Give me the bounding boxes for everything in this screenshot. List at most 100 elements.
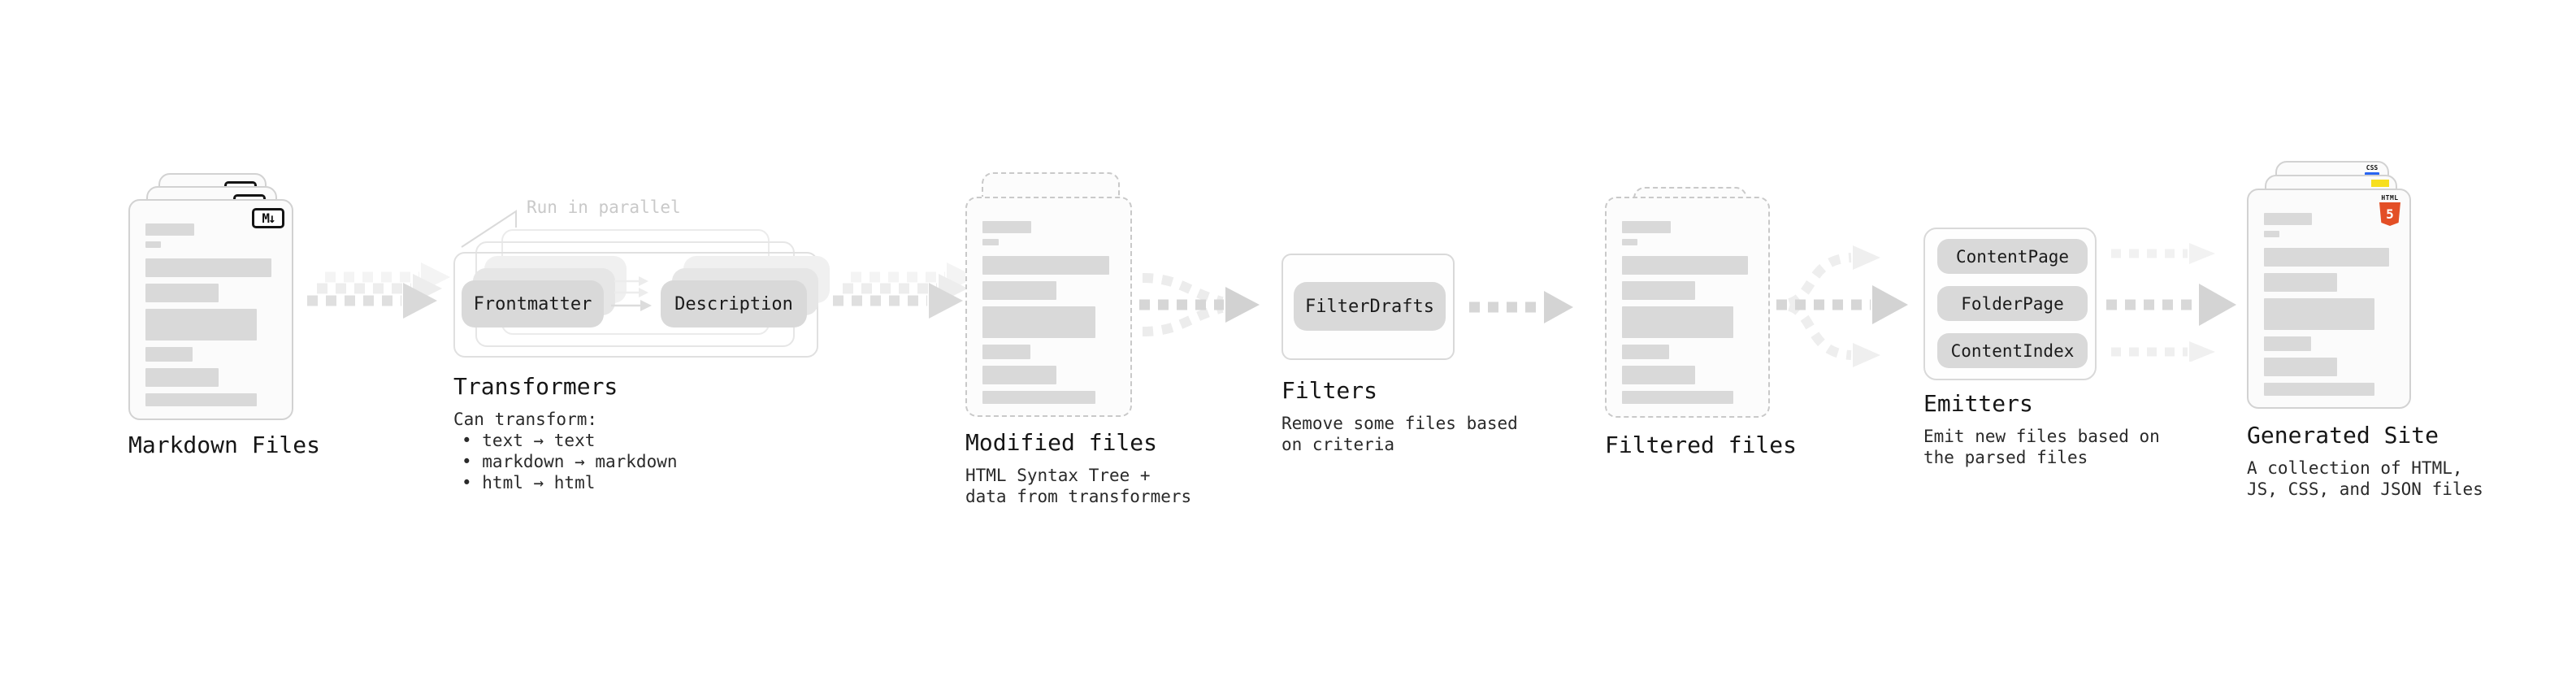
- text-line-placeholder: [2264, 298, 2374, 330]
- text-line-placeholder: [982, 281, 1057, 300]
- site-file-card-html: HTML 5: [2247, 189, 2411, 409]
- html5-icon: HTML 5: [2379, 194, 2400, 226]
- markdown-files-stack: M↓ M↓ M↓: [128, 173, 327, 422]
- generated-site-label: Generated Site: [2247, 422, 2439, 449]
- generated-site-description: A collection of HTML, JS, CSS, and JSON …: [2247, 458, 2483, 500]
- content-page-pill: ContentPage: [1937, 239, 2088, 274]
- content-page-label: ContentPage: [1955, 246, 2070, 267]
- text-line-placeholder: [145, 368, 219, 387]
- text-line-placeholder: [1622, 221, 1671, 233]
- markdown-icon-text: M↓: [262, 210, 275, 226]
- arrow-markdown-to-transformers: [307, 262, 450, 319]
- generated-site-caption: Generated Site A collection of HTML, JS,…: [2247, 422, 2483, 500]
- generated-site-stack: CSS HTML 5: [2247, 161, 2446, 411]
- frontmatter-pill-label: Frontmatter: [473, 293, 592, 314]
- annotation-leader-line: [461, 210, 517, 248]
- markdown-icon: M↓: [252, 208, 284, 228]
- modified-files-stack: [965, 172, 1140, 420]
- html5-icon-shield: 5: [2379, 202, 2400, 226]
- text-line-placeholder: [2264, 248, 2389, 267]
- text-line-placeholder: [982, 221, 1032, 233]
- text-line-placeholder: [1622, 306, 1733, 338]
- css3-icon-text: CSS: [2366, 164, 2379, 171]
- filters-description: Remove some files based on criteria: [1281, 413, 1518, 455]
- html5-icon-text: HTML: [2381, 194, 2399, 202]
- text-line-placeholder: [2264, 213, 2313, 225]
- document-text-placeholder: [1622, 221, 1753, 404]
- description-pill: Description: [661, 280, 807, 327]
- emitters-description: Emit new files based on the parsed files: [1923, 426, 2160, 468]
- emitters-desc-line: Emit new files based on: [1923, 427, 2160, 446]
- markdown-file-card-front: M↓: [128, 199, 293, 420]
- text-line-placeholder: [982, 256, 1110, 275]
- modified-files-label: Modified files: [965, 429, 1158, 456]
- text-line-placeholder: [2264, 383, 2374, 396]
- css3-icon-bar: [2365, 172, 2379, 176]
- emitters-box: ContentPage FolderPage ContentIndex: [1923, 228, 2097, 380]
- markdown-files-caption: Markdown Files: [128, 432, 320, 459]
- text-line-placeholder: [2264, 336, 2311, 351]
- can-transform-title: Can transform:: [453, 410, 598, 429]
- transformers-label: Transformers: [453, 373, 618, 400]
- filters-caption: Filters Remove some files based on crite…: [1281, 377, 1518, 455]
- text-line-placeholder: [982, 239, 999, 245]
- text-line-placeholder: [145, 284, 219, 302]
- transformers-caption: Transformers Can transform: • text → tex…: [453, 373, 678, 493]
- text-line-placeholder: [145, 309, 257, 340]
- filters-box: FilterDrafts: [1281, 254, 1455, 360]
- transform-item: • text → text: [462, 431, 596, 450]
- generated-site-desc-line: A collection of HTML,: [2247, 458, 2463, 478]
- description-pill-label: Description: [674, 293, 793, 314]
- modified-files-description: HTML Syntax Tree + data from transformer…: [965, 465, 1191, 507]
- filters-label: Filters: [1281, 377, 1378, 404]
- emitters-caption: Emitters Emit new files based on the par…: [1923, 390, 2160, 468]
- content-index-label: ContentIndex: [1950, 340, 2075, 361]
- text-line-placeholder: [1622, 391, 1733, 404]
- text-line-placeholder: [1622, 256, 1748, 275]
- filter-drafts-label: FilterDrafts: [1305, 296, 1434, 317]
- document-text-placeholder: [2264, 213, 2394, 396]
- document-text-placeholder: [982, 221, 1115, 404]
- text-line-placeholder: [145, 258, 271, 277]
- arrow-filters-to-filtered: [1469, 291, 1573, 323]
- text-line-placeholder: [145, 393, 257, 406]
- document-text-placeholder: [145, 223, 276, 406]
- js-icon: [2371, 180, 2389, 187]
- html5-icon-number: 5: [2386, 206, 2394, 222]
- text-line-placeholder: [2264, 231, 2280, 237]
- emitters-desc-line: the parsed files: [1923, 448, 2088, 467]
- arrow-emitters-to-site: [2106, 243, 2236, 362]
- text-line-placeholder: [1622, 366, 1696, 384]
- transform-flow-arrows: [611, 276, 652, 311]
- text-line-placeholder: [1622, 281, 1696, 300]
- modified-files-desc-line: data from transformers: [965, 487, 1192, 506]
- arrow-transformers-to-modified: [833, 262, 976, 319]
- emitters-label: Emitters: [1923, 390, 2033, 417]
- text-line-placeholder: [145, 347, 193, 362]
- content-index-pill: ContentIndex: [1937, 333, 2088, 368]
- transform-item: • html → html: [462, 473, 596, 492]
- modified-file-card-front: [965, 197, 1132, 417]
- folder-page-label: FolderPage: [1961, 293, 2064, 314]
- transform-item: • markdown → markdown: [462, 452, 678, 471]
- run-in-parallel-annotation: Run in parallel: [527, 197, 681, 217]
- arrow-filtered-to-emitters: [1776, 245, 1908, 367]
- modified-files-caption: Modified files HTML Syntax Tree + data f…: [965, 429, 1191, 507]
- text-line-placeholder: [1622, 239, 1638, 245]
- text-line-placeholder: [145, 223, 194, 236]
- arrow-modified-to-filters: [1139, 273, 1260, 336]
- text-line-placeholder: [1622, 345, 1669, 359]
- filtered-file-card-front: [1605, 197, 1770, 418]
- folder-page-pill: FolderPage: [1937, 286, 2088, 321]
- filtered-files-stack: [1605, 187, 1780, 423]
- markdown-files-label: Markdown Files: [128, 432, 321, 458]
- text-line-placeholder: [982, 391, 1095, 404]
- text-line-placeholder: [982, 366, 1057, 384]
- filters-desc-line: Remove some files based: [1281, 414, 1518, 433]
- text-line-placeholder: [2264, 358, 2337, 376]
- text-line-placeholder: [145, 241, 162, 248]
- filters-desc-line: on criteria: [1281, 435, 1395, 454]
- text-line-placeholder: [2264, 273, 2337, 292]
- filtered-files-caption: Filtered files: [1605, 432, 1797, 459]
